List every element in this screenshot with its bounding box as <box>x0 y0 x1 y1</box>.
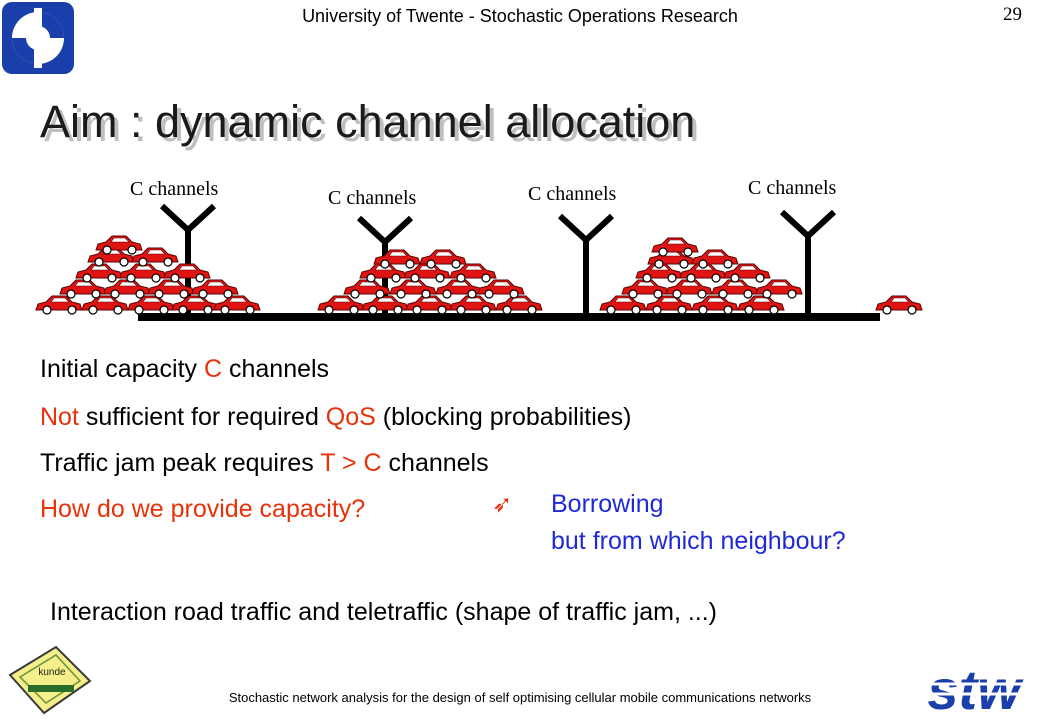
arrow-icon: ➶ <box>492 491 513 518</box>
stw-logo: stw <box>912 664 1036 716</box>
antenna-3 <box>557 213 615 313</box>
line2-text-c: QoS <box>325 403 376 431</box>
road <box>138 313 880 321</box>
kunde-logo-graphic: kunde <box>8 645 92 715</box>
line3-text-a: Traffic jam peak requires <box>40 449 321 477</box>
answer-borrowing: Borrowing <box>551 490 664 518</box>
antenna-label-3: C channels <box>528 183 617 205</box>
slide-number: 29 <box>1003 4 1022 25</box>
lone-car <box>875 295 923 315</box>
title-shadow: Aim : dynamic channel allocation <box>44 100 700 151</box>
line2-text-d: (blocking probabilities) <box>375 403 632 431</box>
line1-text-a: Initial capacity <box>40 355 204 383</box>
traffic-jam-1 <box>35 235 261 315</box>
line2-text-a: Not <box>40 403 79 431</box>
answer-neighbour: but from which neighbour? <box>551 527 846 555</box>
question-text: How do we provide capacity? <box>40 495 366 523</box>
traffic-diagram <box>0 0 1040 340</box>
line2-text-b: sufficient for required <box>78 403 326 431</box>
antenna-label-2: C channels <box>328 187 417 209</box>
line1-text-c: channels <box>222 355 330 383</box>
antenna-label-4: C channels <box>748 177 837 199</box>
kunde-logo-text: kunde <box>38 667 66 678</box>
kunde-logo: kunde <box>6 645 92 717</box>
footer-text: Stochastic network analysis for the desi… <box>228 690 812 705</box>
antenna-label-1: C channels <box>130 178 219 200</box>
body-line-3: Traffic jam peak requires T > C channels <box>40 449 489 478</box>
traffic-jam-2 <box>317 249 543 315</box>
body-line-2: Not sufficient for required QoS (blockin… <box>40 403 632 432</box>
university-logo <box>0 0 76 76</box>
traffic-diagram-graphic <box>35 203 923 321</box>
body-line-5: Interaction road traffic and teletraffic… <box>50 598 717 626</box>
antenna-4 <box>779 209 837 313</box>
header-institution: University of Twente - Stochastic Operat… <box>302 6 738 26</box>
traffic-jam-3 <box>599 237 803 315</box>
university-logo-graphic <box>2 2 74 74</box>
stw-logo-graphic: stw <box>916 664 1032 716</box>
slide-title: Aim : dynamic channel allocation <box>40 96 696 147</box>
stw-logo-text: stw <box>927 664 1024 716</box>
line1-text-b: C <box>203 355 223 383</box>
body-line-1: Initial capacity C channels <box>40 355 329 384</box>
line3-text-c: channels <box>381 449 489 477</box>
line3-text-b: T > C <box>320 449 382 477</box>
